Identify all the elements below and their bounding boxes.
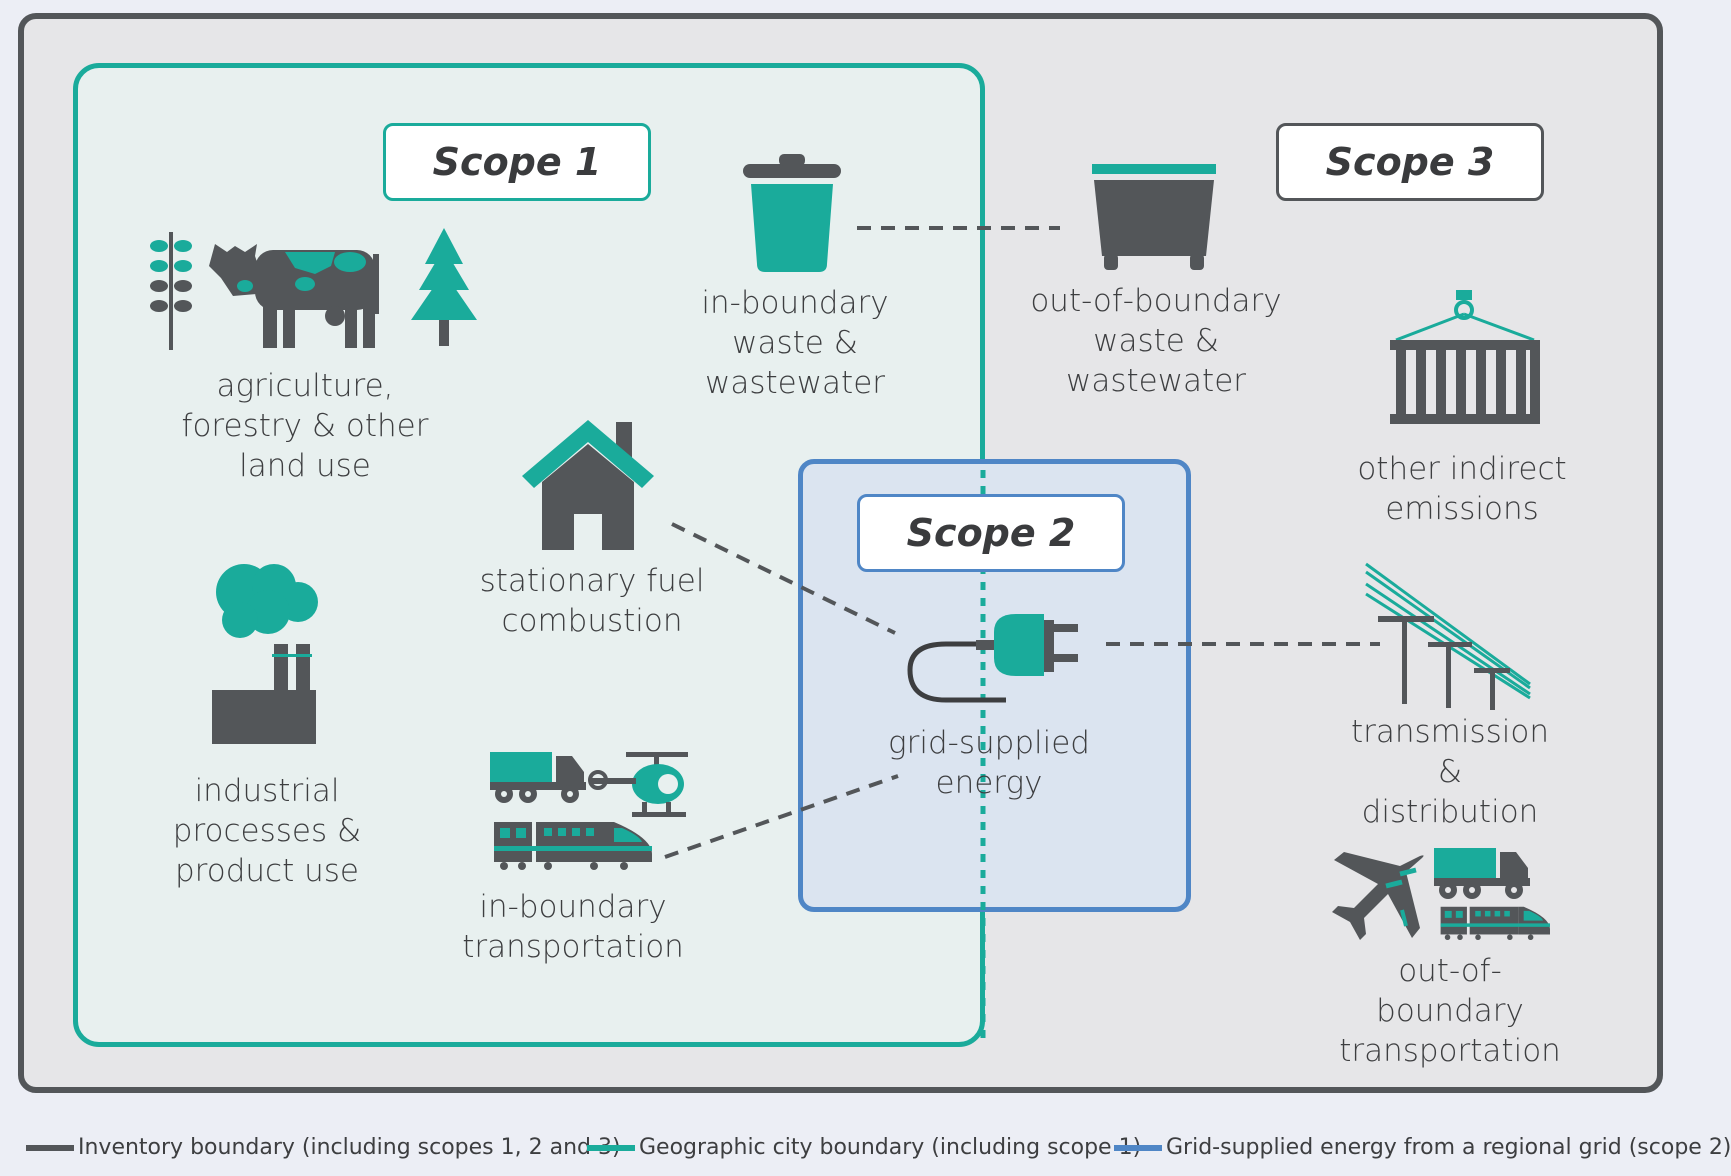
- legend-inventory: Inventory boundary (including scopes 1, …: [26, 1135, 621, 1160]
- legend-grid-text: Grid-supplied energy from a regional gri…: [1166, 1135, 1731, 1160]
- container-icon: [1390, 290, 1540, 424]
- scope-2-label: Scope 2: [857, 494, 1125, 572]
- tree-icon: [411, 228, 477, 346]
- cow-icon: [209, 244, 379, 348]
- legend-grid: Grid-supplied energy from a regional gri…: [1114, 1135, 1731, 1160]
- plug-icon: [907, 614, 1078, 703]
- stationary-fuel-label: stationary fuel combustion: [479, 563, 705, 639]
- stationary-connector: [671, 522, 896, 635]
- power-line-icon: [1365, 562, 1531, 710]
- transmission-label: transmission & distribution: [1350, 714, 1550, 830]
- legend-inventory-text: Inventory boundary (including scopes 1, …: [78, 1135, 621, 1160]
- legend-swatch-grid: [1114, 1144, 1162, 1151]
- truck-icon: [1434, 848, 1530, 899]
- connector-lines: [664, 226, 1380, 1045]
- scope-3-label: Scope 3: [1276, 123, 1544, 201]
- transport-connector: [664, 774, 899, 859]
- house-icon: [522, 420, 654, 550]
- airplane-icon: [1332, 852, 1424, 940]
- trash-bin-icon: [743, 154, 841, 272]
- legend-swatch-inventory: [26, 1144, 74, 1151]
- industrial-label: industrial processes & product use: [172, 773, 362, 889]
- in-boundary-waste-label: in-boundary waste & wastewater: [701, 285, 889, 401]
- legend-city-text: Geographic city boundary (including scop…: [639, 1135, 1142, 1160]
- train-icon: [494, 822, 652, 870]
- agriculture-label: agriculture, forestry & other land use: [181, 368, 429, 484]
- legend-swatch-city: [587, 1144, 635, 1151]
- wheat-icon: [150, 232, 192, 350]
- factory-icon: [212, 564, 318, 744]
- scope-1-label: Scope 1: [383, 123, 651, 201]
- dumpster-icon: [1092, 164, 1216, 270]
- truck-icon: [490, 752, 586, 803]
- in-boundary-transport-label: in-boundary transportation: [462, 889, 684, 965]
- grid-energy-label: grid-supplied energy: [888, 725, 1090, 801]
- legend-city: Geographic city boundary (including scop…: [587, 1135, 1141, 1160]
- out-of-boundary-transport-label: out-of-boundary transportation: [1339, 953, 1561, 1069]
- train-icon: [1440, 906, 1550, 940]
- other-indirect-label: other indirect emissions: [1357, 451, 1567, 527]
- out-of-boundary-waste-label: out-of-boundary waste & wastewater: [1030, 283, 1282, 399]
- helicopter-icon: [588, 752, 688, 817]
